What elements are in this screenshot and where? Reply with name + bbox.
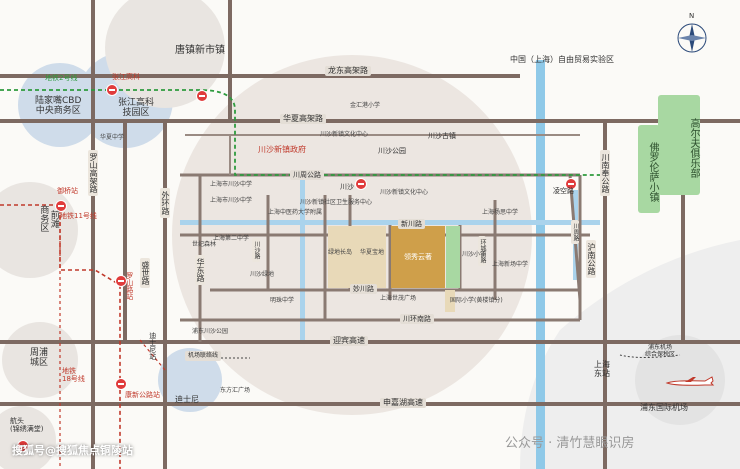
- road-miaoxin: 妙川路: [350, 284, 377, 294]
- road-huanchengnan: 环城南路: [478, 236, 486, 266]
- station-chuansha: 川沙: [340, 183, 354, 191]
- road-chuanhuan: 川环南路: [400, 314, 434, 324]
- road-shenjia: 申嘉湖高速: [380, 398, 426, 408]
- poi-label: 国际小学(黄楼镇分): [450, 297, 503, 304]
- station-hangtou: 航头 (锦绣满堂): [10, 417, 44, 433]
- road-hunan: 沪南公路: [586, 240, 596, 278]
- poi-label: 东方汇广场: [220, 387, 251, 394]
- poi-label: 上海杨思中学: [482, 209, 519, 216]
- road-yingbin: 迎宾高速: [330, 336, 368, 346]
- road-chuanzhoubei: 川周路: [571, 220, 579, 244]
- poi-label: 上海新场中学: [492, 261, 529, 268]
- metro-station-icon: [196, 90, 208, 102]
- watermark-right: 公众号 · 清竹慧眼识房: [505, 436, 635, 451]
- poi-label: 华夏中学: [100, 134, 125, 141]
- station-zhangjiang: 张江高科: [112, 73, 140, 81]
- station-lingkong: 凌空路: [553, 187, 574, 195]
- poi-label: 川沙新镇文化中心: [380, 189, 429, 196]
- district-airport-transit: 浦东机场 综合保税区: [645, 344, 676, 358]
- district-qiantan: 前滩 商务区: [38, 205, 59, 232]
- road-longdong: 龙东高架路: [325, 66, 371, 76]
- road-jichang: 机场联络线: [185, 351, 222, 361]
- poi-label: 川沙新镇社区卫生服务中心: [300, 199, 373, 206]
- district-chuansha-gov: 川沙新镇政府: [258, 145, 306, 154]
- poi-label: 川沙小学: [462, 251, 487, 258]
- district-tangzhen: 唐镇新市镇: [175, 45, 225, 56]
- watermark-left: 搜狐号@搜狐焦点铜陵站: [12, 444, 133, 457]
- district-zhoupu: 周浦 城区: [30, 348, 49, 369]
- district-zhangjiang: 张江高科 技园区: [118, 98, 155, 119]
- airplane-icon: [665, 376, 715, 390]
- metro-station-icon: [55, 200, 67, 212]
- road-huaxia: 华夏高架路: [280, 114, 326, 124]
- poi-label: 上海中医药大学附属: [268, 209, 323, 216]
- poi-label: 上海市川沙中学: [210, 181, 253, 188]
- district-pudong-airport: 浦东国际机场: [640, 403, 688, 412]
- road-chuanzhou: 川周公路: [290, 170, 324, 180]
- road-wainan: 外环路: [160, 188, 170, 218]
- metro-station-icon: [355, 178, 367, 190]
- road-huadong: 华东路: [195, 255, 205, 285]
- district-ftz: 中国（上海）自由贸易实验区: [510, 55, 614, 64]
- disney-circle: [158, 348, 222, 412]
- poi-label: 上海第二中学: [213, 235, 250, 242]
- metro-station-icon: [115, 378, 127, 390]
- station-luoshan: 罗山路站: [125, 272, 134, 300]
- station-disney: 迪士尼站: [148, 332, 157, 360]
- station-yushan: 御桥站: [57, 187, 78, 195]
- district-disney: 迪士尼: [175, 395, 199, 404]
- poi-label: 川沙新镇文化中心: [320, 131, 369, 138]
- poi-label: 金汇港小学: [350, 102, 381, 109]
- plot-west: [328, 226, 386, 288]
- poi-label: 川沙绿地: [250, 271, 275, 278]
- poi-label: 上海世茂广场: [380, 295, 417, 302]
- florence-town-area: 佛罗伦萨小镇: [638, 125, 660, 213]
- road-shengshi: 盛世路: [140, 258, 150, 288]
- project-plot: 领秀云著: [391, 226, 445, 288]
- metro-station-icon: [115, 275, 127, 287]
- project-label: 领秀云著: [404, 253, 432, 261]
- metro-station-icon: [106, 84, 118, 96]
- plot-green: [446, 226, 460, 288]
- road-xinchuan: 新川路: [398, 219, 425, 229]
- compass-n-label: N: [689, 12, 695, 20]
- poi-label: 绿地长岛: [328, 249, 353, 256]
- metro-line-16-label: 地铁 18号线: [62, 367, 85, 383]
- poi-label: 华夏宝地: [360, 249, 385, 256]
- river: [536, 60, 545, 469]
- metro-station-icon: [17, 440, 29, 452]
- golf-club-area: 高尔夫俱乐部: [658, 95, 700, 195]
- poi-label: 浦东川沙公园: [192, 328, 229, 335]
- metro-station-icon: [565, 178, 577, 190]
- district-shanghai-east: 上海 东站: [594, 360, 610, 379]
- compass-icon: N: [676, 12, 708, 54]
- poi-label: 明珠中学: [270, 297, 295, 304]
- station-kangxin: 康新公路站: [125, 391, 160, 399]
- district-chuansha-park: 川沙公园: [378, 147, 406, 155]
- poi-label: 上海市川沙中学: [210, 197, 253, 204]
- road-chuanshanan: 川沙路: [252, 238, 260, 262]
- district-chuansha-ancient: 川沙古镇: [428, 132, 456, 140]
- metro-line-2-label: 地铁2号线: [45, 74, 78, 82]
- road-luoshan: 罗山高架路: [88, 150, 98, 196]
- road-chuannan: 川南奉公路: [600, 150, 610, 196]
- metro-line-11-label: 地铁11号线: [60, 212, 97, 220]
- poi-label: 世纪森林: [192, 241, 217, 248]
- district-lujiazui: 陆家嘴CBD 中央商务区: [35, 96, 82, 117]
